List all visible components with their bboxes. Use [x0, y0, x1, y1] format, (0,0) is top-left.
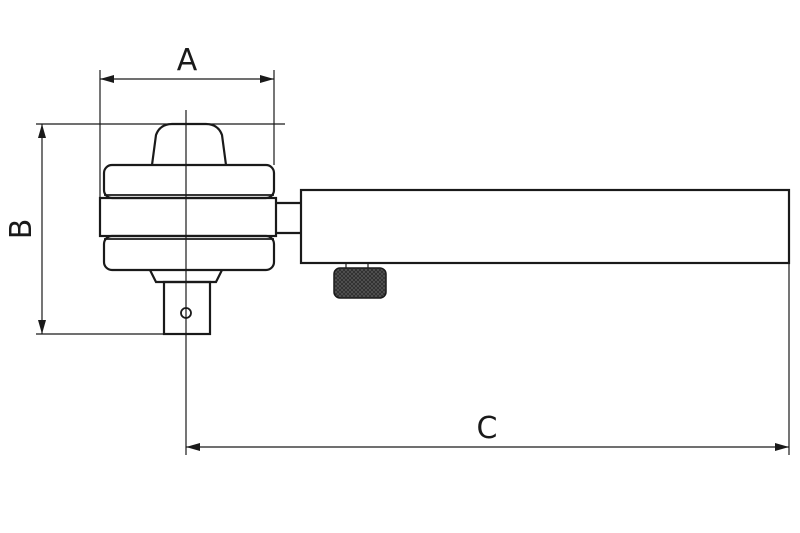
head-middle-plate — [98, 196, 278, 238]
dimension-label-b: B — [4, 219, 39, 240]
arrowhead — [186, 443, 200, 451]
arrowhead — [38, 320, 46, 334]
head-top-cap — [150, 122, 228, 166]
dimension-b: B — [4, 123, 285, 335]
handle — [276, 188, 791, 299]
handle-bar — [299, 188, 791, 265]
dimension-c: C — [186, 263, 790, 455]
arrowhead — [775, 443, 789, 451]
head-lower-plate — [102, 234, 276, 272]
knurled-knob — [333, 267, 387, 299]
dimension-label-a: A — [177, 43, 198, 78]
head-upper-plate — [102, 163, 276, 200]
arrowhead — [260, 75, 274, 83]
dimension-a: A — [99, 43, 275, 198]
arrowhead — [38, 124, 46, 138]
dimension-label-c: C — [477, 411, 498, 446]
handle-neck — [276, 201, 301, 235]
arrowhead — [100, 75, 114, 83]
ratchet-head — [98, 122, 278, 272]
